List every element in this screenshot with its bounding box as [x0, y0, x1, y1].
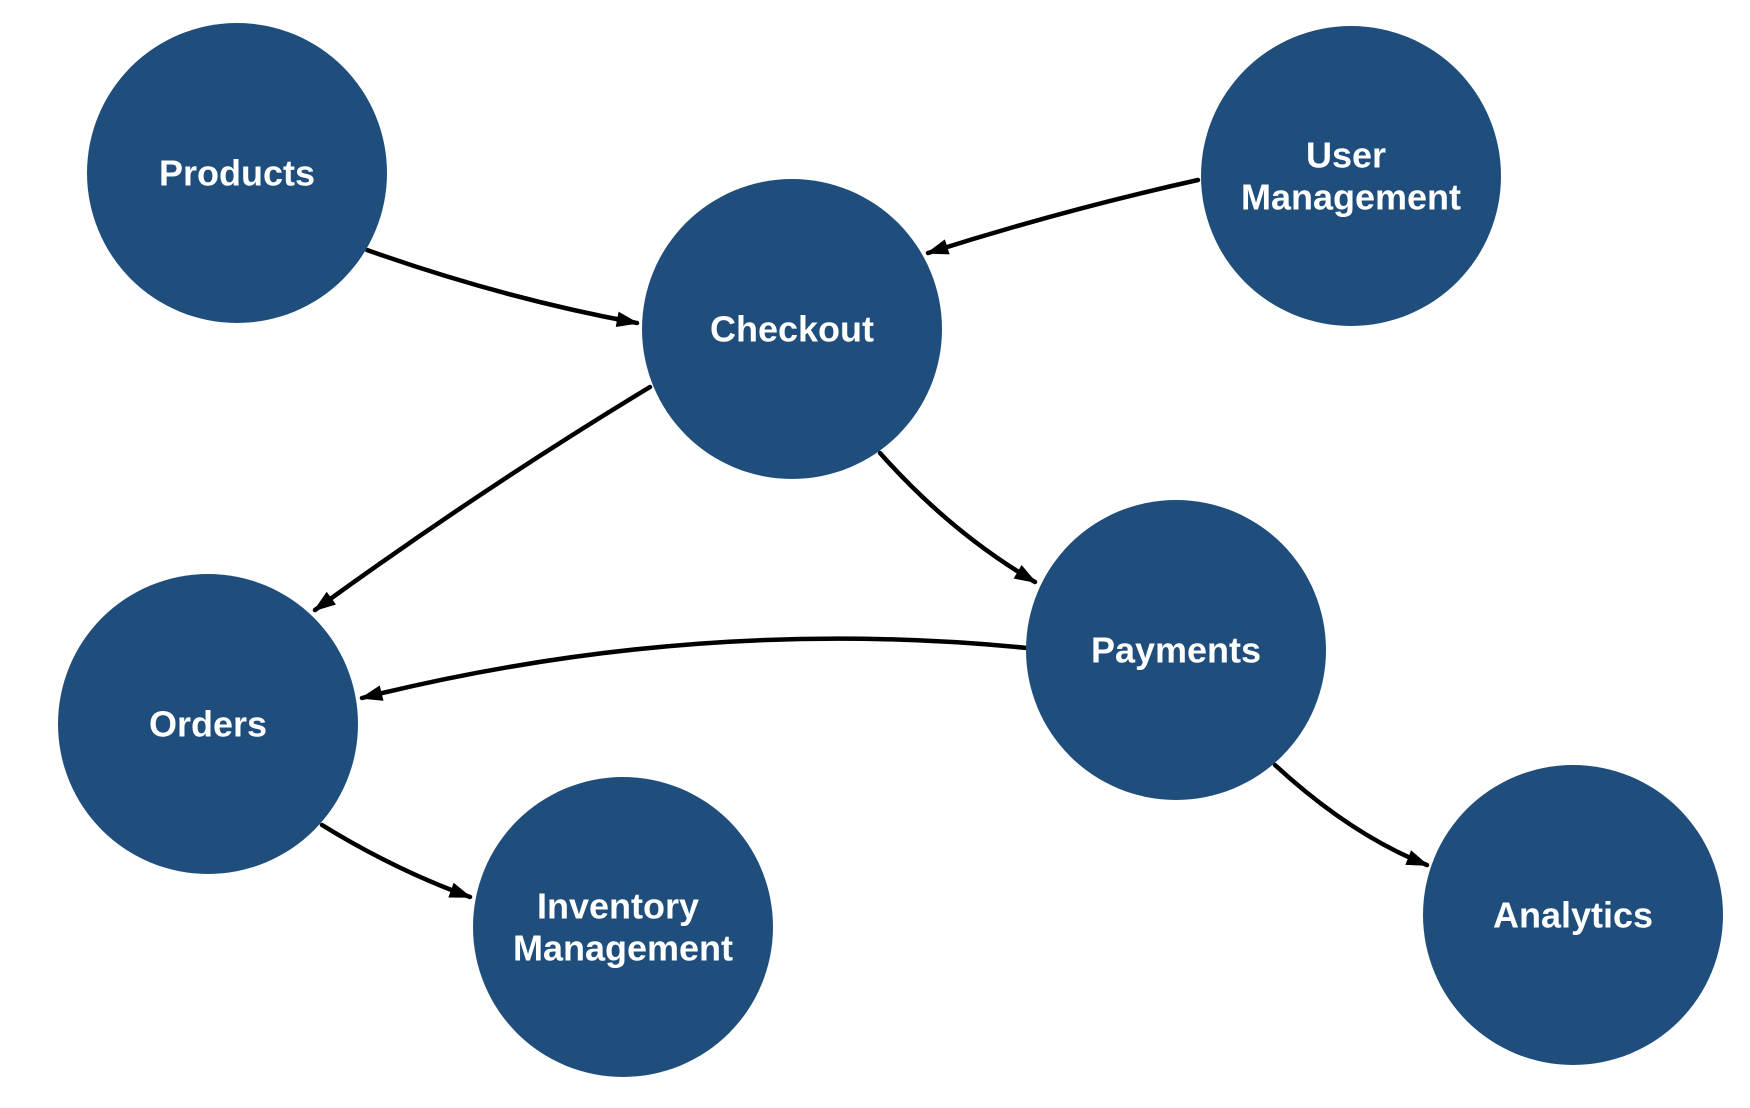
orders-label: Orders [149, 704, 267, 745]
edge-user-management-to-checkout [925, 177, 1201, 256]
inventory-management-circle[interactable] [473, 777, 773, 1077]
checkout-circle[interactable] [642, 179, 942, 479]
analytics-circle[interactable] [1423, 765, 1723, 1065]
node-user-management[interactable]: User Management [1201, 26, 1501, 326]
edge-products-to-checkout [364, 247, 640, 328]
node-checkout[interactable]: Checkout [642, 179, 942, 479]
inventory-management-label-line2: Management [513, 928, 733, 969]
node-orders[interactable]: Orders [58, 574, 358, 874]
inventory-management-label: Inventory Management [513, 873, 733, 969]
node-layer: Products User Management Checkout Paymen… [58, 23, 1723, 1077]
edge-checkout-to-payments [877, 450, 1038, 585]
edge-payments-to-analytics [1272, 762, 1430, 868]
payments-label: Payments [1091, 630, 1261, 671]
node-inventory-management[interactable]: Inventory Management [473, 777, 773, 1077]
orders-circle[interactable] [58, 574, 358, 874]
node-payments[interactable]: Payments [1026, 500, 1326, 800]
checkout-label: Checkout [710, 309, 874, 350]
products-circle[interactable] [87, 23, 387, 323]
inventory-management-label-line1: Inventory [537, 886, 699, 927]
node-analytics[interactable]: Analytics [1423, 765, 1723, 1065]
edge-orders-to-inventory-management [319, 822, 473, 900]
user-management-label-line1: User [1306, 135, 1386, 176]
products-label: Products [159, 153, 315, 194]
user-management-circle[interactable] [1201, 26, 1501, 326]
user-management-label-line2: Management [1241, 177, 1461, 218]
edge-checkout-to-orders [312, 384, 653, 613]
analytics-label: Analytics [1493, 895, 1653, 936]
node-products[interactable]: Products [87, 23, 387, 323]
edge-layer [312, 177, 1430, 900]
payments-circle[interactable] [1026, 500, 1326, 800]
user-management-label: User Management [1241, 122, 1461, 218]
edge-payments-to-orders [359, 636, 1030, 701]
